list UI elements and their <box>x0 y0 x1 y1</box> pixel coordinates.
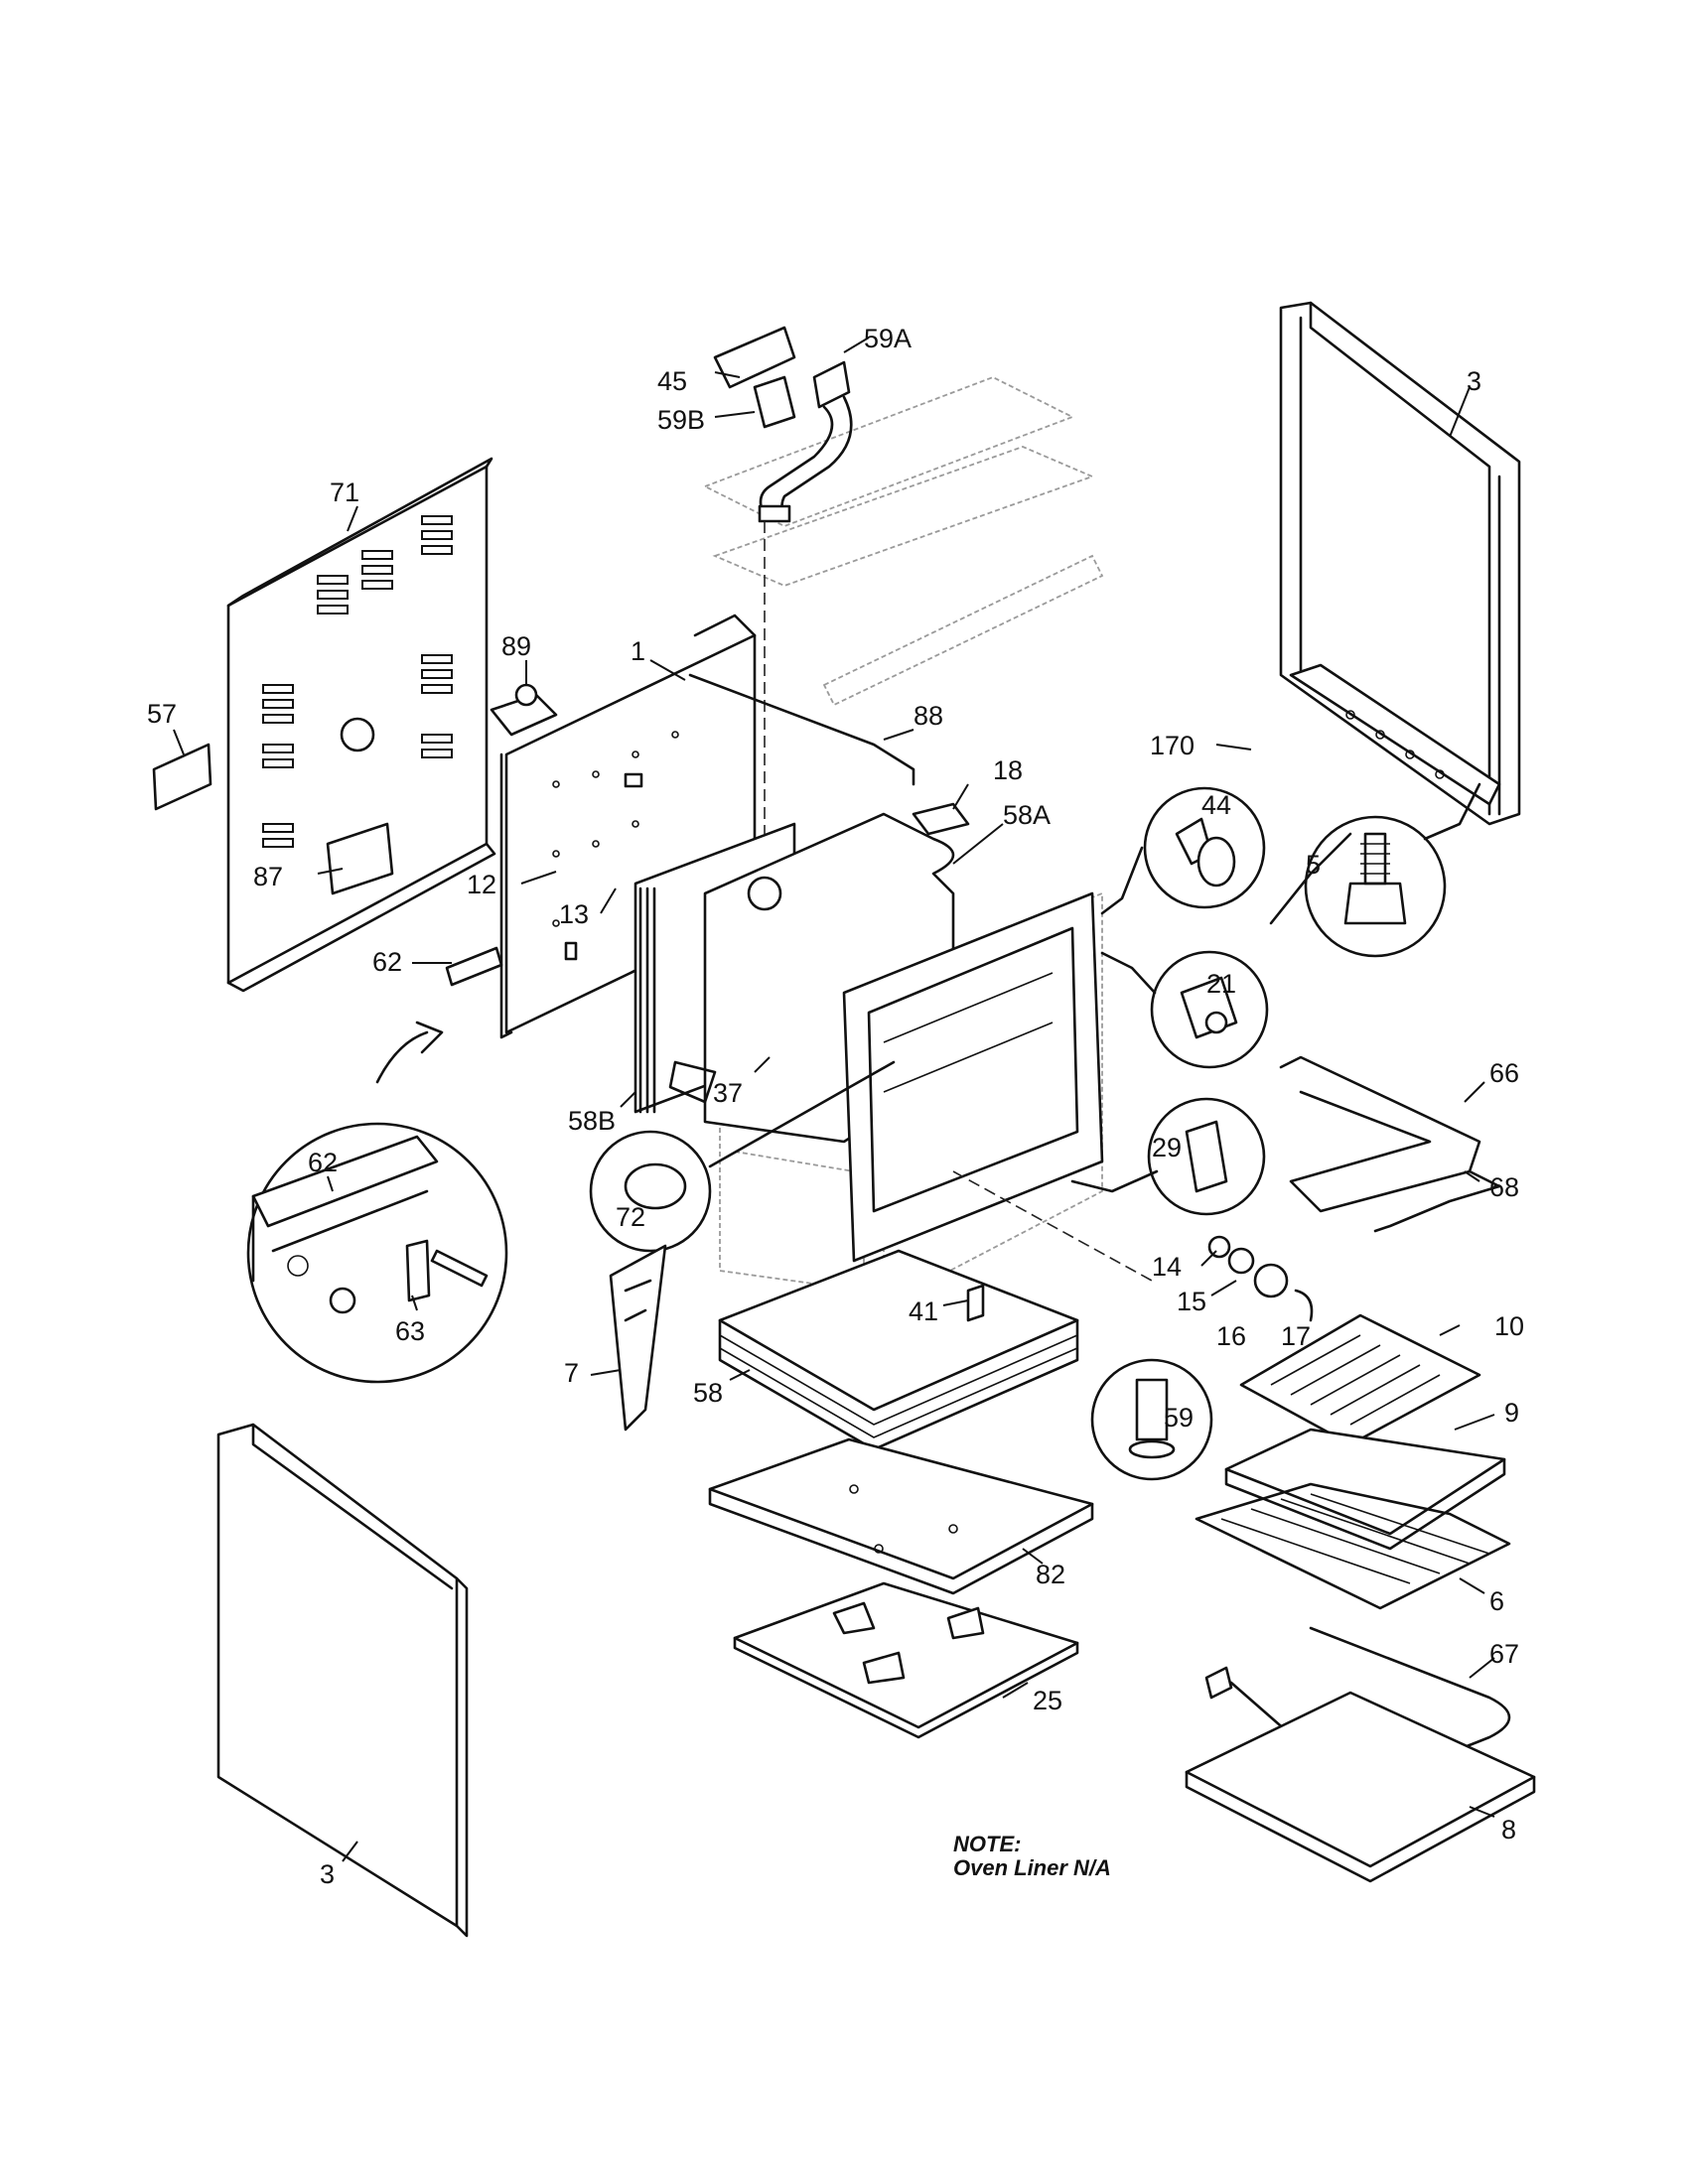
bottom-panel <box>708 1437 1094 1595</box>
callout-82: 82 <box>1036 1560 1065 1589</box>
callout-58a: 58A <box>1003 800 1051 830</box>
callout-62-detail: 62 <box>308 1148 338 1177</box>
bracket-part-18 <box>912 802 970 836</box>
bottom-insulation <box>718 1249 1079 1451</box>
callout-44: 44 <box>1201 790 1231 820</box>
callout-37: 37 <box>713 1078 743 1108</box>
callout-1: 1 <box>631 636 645 666</box>
thermostat-wire <box>688 673 915 786</box>
side-panel-bottom-left <box>216 1423 469 1938</box>
lamp-parts <box>952 1170 1314 1322</box>
callout-14: 14 <box>1152 1252 1182 1282</box>
callout-10: 10 <box>1494 1311 1524 1341</box>
callout-62-top: 62 <box>372 947 402 977</box>
callout-72: 72 <box>616 1202 645 1232</box>
callout-67: 67 <box>1489 1639 1519 1669</box>
bracket-41 <box>966 1284 985 1322</box>
callout-58: 58 <box>693 1378 723 1408</box>
callout-13: 13 <box>559 899 589 929</box>
broil-pan <box>1224 1428 1506 1551</box>
detail-circle-21 <box>1150 950 1269 1069</box>
callout-18: 18 <box>993 755 1023 785</box>
vent-assembly-top <box>713 326 853 834</box>
detail-connectors <box>708 782 1481 1193</box>
drawer-liner <box>733 1581 1079 1739</box>
callout-labels: 45 59A 59B 3 71 89 1 57 88 170 18 58A 44… <box>147 324 1524 1889</box>
side-panel-frame-top-right <box>1279 301 1521 826</box>
oven-bottom <box>1185 1691 1536 1883</box>
detail-circle-59 <box>1090 1358 1213 1481</box>
oven-liner-note: NOTE: Oven Liner N/A <box>953 1833 1111 1880</box>
callout-8: 8 <box>1501 1815 1516 1844</box>
callout-15: 15 <box>1177 1287 1206 1316</box>
callout-3-top: 3 <box>1467 366 1481 396</box>
callout-170: 170 <box>1150 731 1195 760</box>
terminal-block-62 <box>445 946 503 987</box>
callout-71: 71 <box>330 478 359 507</box>
callout-57: 57 <box>147 699 177 729</box>
detail-circle-44 <box>1143 786 1266 909</box>
broil-element <box>1279 1055 1501 1233</box>
back-panel <box>226 457 496 993</box>
callout-58b: 58B <box>568 1106 616 1136</box>
panel-holes <box>1345 710 1445 779</box>
detail-circle-terminal <box>246 1021 508 1384</box>
callout-63: 63 <box>395 1316 425 1346</box>
callout-89: 89 <box>501 631 531 661</box>
callout-59a: 59A <box>864 324 912 353</box>
callout-25: 25 <box>1033 1686 1062 1715</box>
note-title: NOTE: <box>953 1832 1022 1856</box>
oven-rack <box>1195 1482 1511 1610</box>
vent-slots <box>262 515 453 848</box>
callout-16: 16 <box>1216 1321 1246 1351</box>
oven-cavity <box>668 812 1104 1263</box>
detail-circle-5 <box>1304 815 1447 958</box>
callout-7: 7 <box>564 1358 579 1388</box>
broil-pan-grid <box>1239 1313 1481 1446</box>
callout-3-bottom: 3 <box>320 1859 335 1889</box>
thermostat-part-89 <box>490 683 558 737</box>
callout-21: 21 <box>1206 969 1236 999</box>
plate-57 <box>152 743 212 811</box>
callout-9: 9 <box>1504 1398 1519 1428</box>
callout-88: 88 <box>914 701 943 731</box>
callout-41: 41 <box>909 1297 938 1326</box>
leader-lines <box>173 337 1495 1862</box>
callout-66: 66 <box>1489 1058 1519 1088</box>
detail-circle-29 <box>1147 1097 1266 1216</box>
callout-59b: 59B <box>657 405 705 435</box>
callout-45: 45 <box>657 366 687 396</box>
detail-circle-72 <box>589 1130 712 1253</box>
callout-29: 29 <box>1152 1133 1182 1162</box>
callout-6: 6 <box>1489 1586 1504 1616</box>
callout-12: 12 <box>467 870 496 899</box>
door-hinge <box>609 1244 667 1432</box>
callout-87: 87 <box>253 862 283 891</box>
callout-59: 59 <box>1164 1403 1194 1433</box>
callout-68: 68 <box>1489 1172 1519 1202</box>
callout-17: 17 <box>1281 1321 1311 1351</box>
note-text: Oven Liner N/A <box>953 1855 1111 1880</box>
callout-5: 5 <box>1306 850 1321 880</box>
